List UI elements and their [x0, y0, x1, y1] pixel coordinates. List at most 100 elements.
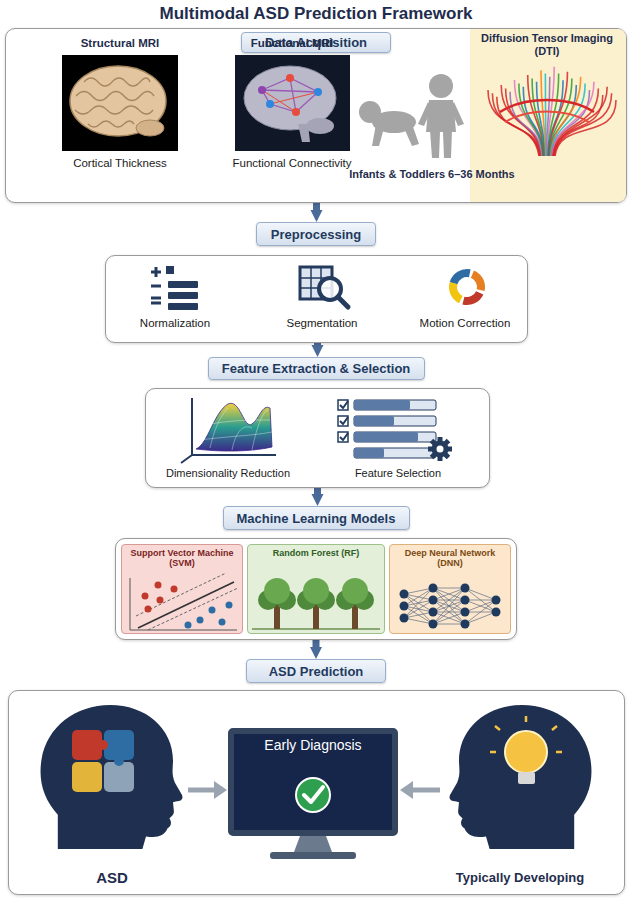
normalization-icon [168, 292, 198, 299]
feature-selection-icon [354, 448, 436, 458]
neural-network [461, 620, 470, 629]
node-label: Random Forest (RF) [251, 549, 381, 559]
feature-selection-icon [354, 400, 436, 410]
structural-mri-image [62, 55, 178, 151]
motion-correction-icon [450, 269, 471, 284]
node-label: Feature Selection [355, 467, 441, 479]
monitor-stand [270, 836, 356, 859]
input-arrows [188, 788, 214, 793]
infant-silhouettes [404, 124, 419, 146]
svm-plot [136, 573, 238, 630]
typical-head [518, 772, 535, 784]
text-slot: Normalization [140, 317, 210, 329]
stage-header-pill: Machine Learning Models [223, 506, 410, 530]
feature-selection-icon [340, 401, 348, 408]
neural-network [429, 596, 438, 605]
functional-mri-image [314, 88, 322, 96]
functional-mri-image [266, 100, 274, 108]
functional-mri-image [286, 74, 294, 82]
node-label: Motion Correction [420, 317, 511, 329]
text-slot: Random Forest (RF) [251, 549, 381, 559]
normalization-icon [168, 281, 198, 288]
dimensionality-reduction-plot [181, 398, 276, 463]
flow-arrow [313, 203, 320, 210]
asd-head [104, 730, 134, 760]
neural-network [465, 600, 496, 612]
motion-correction-icon [449, 282, 463, 303]
typical-head [505, 731, 547, 773]
structural-mri-image [75, 106, 153, 114]
normalization-icon [166, 266, 174, 274]
feature-selection-icon [340, 417, 348, 424]
neural-network [433, 588, 465, 589]
node-label: Segmentation [287, 317, 358, 329]
structural-mri-image [76, 92, 154, 101]
infant-silhouettes [418, 102, 432, 126]
neural-network [433, 612, 465, 624]
node-label: Deep Neural Network (DNN) [393, 549, 507, 569]
neural-network [433, 600, 465, 624]
asd-head [41, 705, 183, 849]
svm-plot [171, 586, 178, 593]
dti-fibers [488, 67, 616, 156]
normalization-icon [151, 267, 161, 303]
stage-title: ASD Prediction [269, 664, 364, 679]
dti-fibers [505, 112, 589, 123]
structural-mri-image [136, 120, 164, 136]
motion-correction-icon [462, 291, 483, 305]
svm-plot [138, 582, 234, 628]
neural-network [400, 602, 409, 611]
neural-network [433, 588, 465, 612]
node-label: Normalization [140, 317, 210, 329]
neural-network [433, 588, 465, 624]
random-forest-trees [342, 578, 368, 604]
neural-network [429, 584, 438, 593]
dti-panel-ground [470, 29, 626, 202]
dti-fibers [554, 87, 607, 156]
neural-network [404, 594, 433, 624]
random-forest-trees [252, 578, 380, 629]
random-forest-trees [264, 578, 290, 604]
asd-head [41, 705, 183, 849]
feature-selection-icon [354, 448, 384, 458]
neural-network [461, 596, 470, 605]
neural-network [400, 614, 409, 623]
neural-network [465, 588, 496, 612]
node-label: Typically Developing [456, 870, 584, 885]
svm-plot [226, 602, 233, 609]
flow-arrow [313, 640, 320, 647]
feature-selection-icon [354, 416, 394, 426]
neural-network [465, 612, 496, 624]
neural-network [400, 590, 409, 599]
svm-plot [219, 619, 226, 626]
monitor-stand [270, 852, 356, 859]
text-slot: Segmentation [287, 317, 358, 329]
infant-silhouettes [450, 102, 464, 126]
asd-head [114, 756, 124, 766]
neural-network [433, 588, 465, 612]
infant-silhouettes [426, 100, 456, 132]
feature-selection-icon [354, 400, 410, 410]
text-slot: Support Vector Machine (SVM) [125, 549, 239, 569]
svm-plot [130, 573, 238, 630]
typical-head [450, 705, 592, 849]
structural-mri-image [84, 78, 150, 86]
feature-selection-icon [437, 446, 444, 453]
text-slot: Infants & Toddlers 6–36 Months [349, 168, 514, 180]
functional-mri-image [262, 90, 318, 112]
node-label: Support Vector Machine (SVM) [125, 549, 239, 569]
flow-arrow [314, 488, 321, 494]
text-slot: Deep Neural Network (DNN) [393, 549, 507, 569]
node-label: Early Diagnosis [237, 738, 389, 753]
functional-mri-image [298, 124, 310, 142]
text-slot: Early Diagnosis [237, 738, 389, 753]
structural-mri-image [62, 55, 178, 151]
neural-network [433, 588, 465, 600]
svm-plot [197, 617, 204, 624]
dti-fibers [519, 83, 543, 156]
neural-network [492, 596, 501, 605]
stage-header-pill: Feature Extraction & Selection [208, 357, 425, 380]
stage-title: Preprocessing [271, 227, 361, 242]
infant-silhouettes [372, 124, 384, 146]
